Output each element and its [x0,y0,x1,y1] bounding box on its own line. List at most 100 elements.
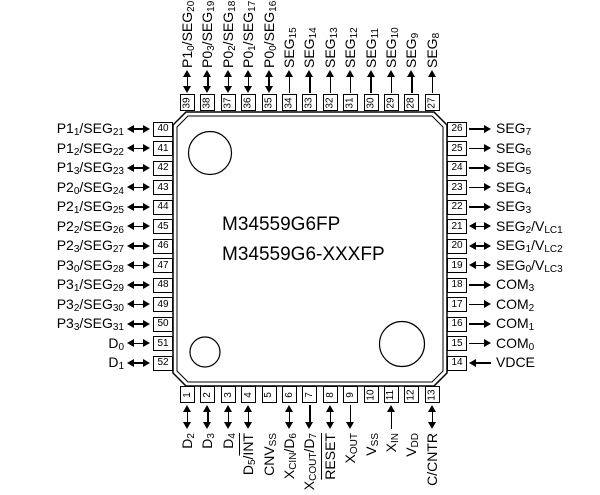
arrow-head-icon [285,405,293,412]
pin-box-13: 13 [424,386,440,403]
pin-box-38: 38 [200,94,216,111]
arrow-head-icon [387,70,395,77]
arrow-head-icon [484,280,491,289]
arrow-line [186,75,189,88]
pin-box-15: 15 [447,336,467,351]
pin-label-26: SEG7 [496,120,532,138]
pin-label-7: XCOUT/D7 [301,433,320,491]
pin-label-30: SEG11 [362,28,381,68]
arrow-head-icon [484,163,491,172]
arrow-head-icon [305,70,314,77]
pin-number: 51 [157,337,169,349]
pin-label-14: VDCE [496,354,535,370]
chip-body-inner-outline [176,115,444,383]
pin-box-27: 27 [424,94,440,111]
arrow-line [469,284,486,286]
arrow-line [132,323,145,325]
pin-number: 30 [365,96,377,109]
arrow-head-icon [127,202,134,211]
pin-number: 6 [283,391,295,398]
arrow-line [474,225,486,228]
arrow-line [469,167,486,169]
arrow-head-icon [387,405,395,412]
pin-label-8: RESET [321,433,338,480]
pin-label-5: CNVSS [260,433,279,476]
pin-number: 25 [451,142,463,154]
output-arrow-icon [346,70,355,93]
chip-part-number-line2: M34559G6-XXXFP [222,244,385,265]
bidirectional-arrow-icon [469,261,491,270]
pin-number: 11 [385,389,397,400]
arrow-head-icon [127,319,134,328]
bidirectional-arrow-icon [285,405,294,429]
arrow-line [247,75,250,88]
pin-label-33: SEG14 [301,27,320,68]
bidirectional-arrow-icon [127,358,150,368]
pin-label-46: P23/SEG27 [56,237,124,255]
output-arrow-icon [305,70,314,93]
output-arrow-icon [469,163,491,173]
pin-box-10: 10 [363,386,379,403]
pin-box-1: 1 [180,386,195,403]
output-arrow-icon [346,405,355,429]
pin-label-47: P30/SEG28 [56,256,124,275]
arrow-head-icon [223,405,232,412]
pin-number: 17 [451,298,463,310]
arrow-head-icon [143,280,150,289]
bidirectional-arrow-icon [127,280,150,290]
pin-label-24: SEG5 [496,159,532,177]
arrow-line [132,303,145,306]
pin-number: 39 [181,96,193,109]
pin-box-25: 25 [447,141,467,156]
arrow-head-icon [127,222,134,230]
pin-box-23: 23 [447,180,467,195]
arrow-line [411,75,413,93]
bidirectional-arrow-icon [203,405,212,429]
arrow-head-icon [143,183,150,191]
pin-box-6: 6 [282,386,297,403]
arrow-head-icon [127,124,134,133]
arrow-line [132,225,145,228]
pin-number: 34 [283,96,295,109]
arrow-line [349,405,352,424]
pin-label-49: P32/SEG30 [56,295,124,314]
output-arrow-icon [469,319,491,329]
arrow-head-icon [264,70,273,77]
pin-label-36: P01/SEG17 [240,0,259,68]
pin-box-33: 33 [302,94,318,111]
arrow-head-icon [143,261,150,269]
arrow-head-icon [127,300,134,308]
pin-box-50: 50 [153,316,173,332]
pin-number: 52 [157,357,169,368]
arrow-line [132,362,145,364]
arrow-line [474,245,486,247]
arrow-head-icon [285,70,293,77]
arrow-head-icon [407,70,416,77]
pin-box-42: 42 [153,160,173,176]
bidirectional-arrow-icon [223,405,233,429]
output-arrow-icon [387,70,396,93]
pin-number: 21 [451,220,463,232]
output-arrow-icon [366,70,376,93]
pin-label-37: P02/SEG18 [219,0,238,68]
output-arrow-icon [469,202,491,212]
pin-label-31: SEG12 [342,27,361,68]
pin-number: 35 [263,96,275,109]
pin-box-4: 4 [241,386,257,403]
arrow-head-icon [427,422,436,429]
bidirectional-arrow-icon [244,70,253,93]
arrow-line [469,323,486,325]
arrow-head-icon [127,241,134,250]
pin-box-43: 43 [153,180,173,195]
pin-number: 24 [451,162,463,173]
bidirectional-arrow-icon [127,241,150,251]
arrow-line [469,186,486,189]
arrow-head-icon [143,339,150,347]
arrow-head-icon [183,86,191,93]
arrow-head-icon [484,222,491,230]
arrow-head-icon [143,124,150,133]
pin-box-47: 47 [153,258,173,273]
arrow-head-icon [346,422,355,429]
arrow-head-icon [264,86,273,93]
